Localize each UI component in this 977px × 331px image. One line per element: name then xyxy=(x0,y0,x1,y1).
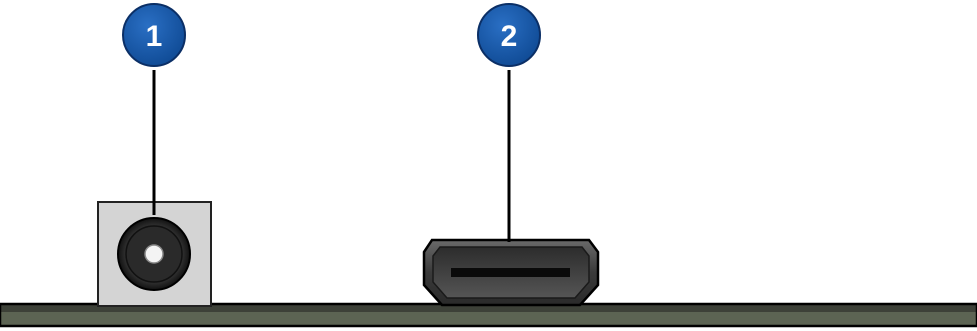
callout-1-badge: 1 xyxy=(122,3,186,67)
power-jack-pin xyxy=(144,244,164,264)
callout-2-number: 2 xyxy=(501,20,518,53)
power-jack xyxy=(97,201,212,307)
board xyxy=(0,302,977,328)
callout-1-number: 1 xyxy=(146,20,163,53)
hdmi-port xyxy=(422,238,600,307)
callout-2-badge: 2 xyxy=(477,3,541,67)
hdmi-contact-slot xyxy=(451,268,570,277)
